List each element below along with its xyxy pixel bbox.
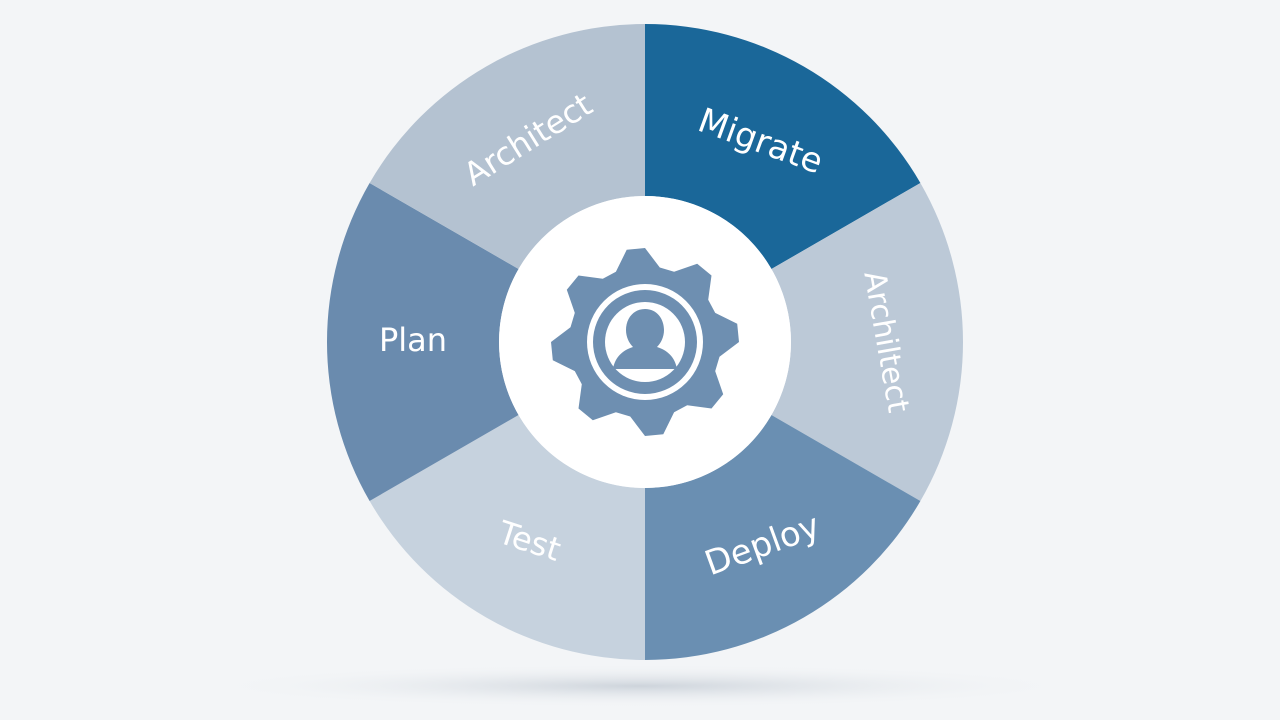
segment-archiltect xyxy=(771,183,963,501)
segment-plan xyxy=(326,183,519,501)
segment-label-plan: Plan xyxy=(379,321,447,359)
segment-architect xyxy=(369,24,645,269)
segment-migrate xyxy=(645,24,921,269)
segment-deploy xyxy=(645,415,921,660)
gear-user-icon xyxy=(551,248,739,436)
segment-test xyxy=(369,415,645,660)
wheel-shadow xyxy=(200,664,1080,708)
